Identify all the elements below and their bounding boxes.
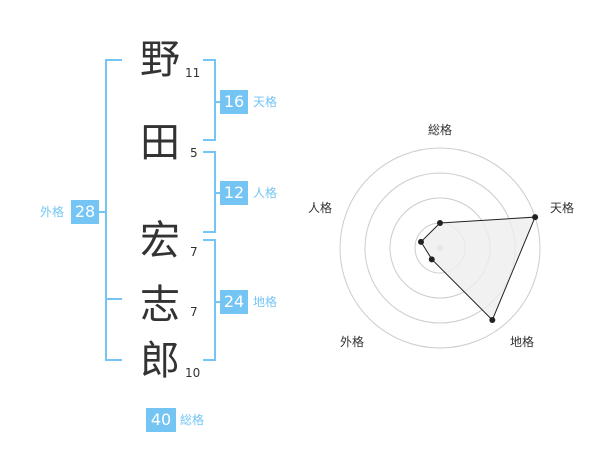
brackets bbox=[99, 59, 220, 361]
stroke-count-5: 10 bbox=[185, 366, 201, 380]
tenkaku-score-badge: 16 bbox=[220, 90, 248, 114]
name-char-4: 志 bbox=[140, 282, 180, 328]
radar-point-4 bbox=[428, 256, 435, 263]
name-char-2: 田 bbox=[140, 120, 180, 166]
radar-point-3 bbox=[489, 317, 496, 324]
radar-label-bottom-right: 地格 bbox=[510, 335, 535, 349]
stroke-count-2: 5 bbox=[190, 146, 198, 160]
tenkaku-label: 天格 bbox=[253, 95, 278, 109]
radar-point-5 bbox=[417, 238, 424, 245]
soukaku-score-badge: 40 bbox=[146, 408, 176, 432]
stroke-count-1: 11 bbox=[185, 66, 201, 80]
gaikaku-label: 外格 bbox=[40, 205, 65, 219]
chikaku-score-badge: 24 bbox=[220, 290, 248, 314]
radar-ring-4 bbox=[339, 147, 541, 349]
chikaku-label: 地格 bbox=[253, 295, 278, 309]
jinkaku-score-badge: 12 bbox=[220, 181, 248, 205]
radar-polygon bbox=[420, 216, 536, 321]
radar-chart bbox=[339, 147, 541, 349]
outer-left-bracket bbox=[105, 59, 122, 361]
radar-point-1 bbox=[437, 220, 443, 226]
name-char-5: 郎 bbox=[140, 338, 180, 384]
jinkaku-label: 人格 bbox=[253, 186, 278, 200]
soukaku-label: 総格 bbox=[180, 413, 205, 427]
name-char-1: 野 bbox=[140, 37, 180, 83]
stroke-count-4: 7 bbox=[190, 305, 198, 319]
name-char-3: 宏 bbox=[140, 218, 180, 264]
radar-point-2 bbox=[532, 214, 539, 221]
radar-label-bottom-left: 外格 bbox=[340, 335, 365, 349]
tenkaku-bracket bbox=[203, 59, 216, 141]
chikaku-bracket bbox=[203, 239, 216, 361]
jinkaku-bracket bbox=[203, 151, 216, 233]
radar-label-left: 人格 bbox=[308, 201, 333, 215]
radar-label-top: 総格 bbox=[428, 123, 453, 137]
radar-label-right: 天格 bbox=[550, 201, 575, 215]
gaikaku-score-badge: 28 bbox=[71, 200, 99, 224]
stroke-count-3: 7 bbox=[190, 245, 198, 259]
